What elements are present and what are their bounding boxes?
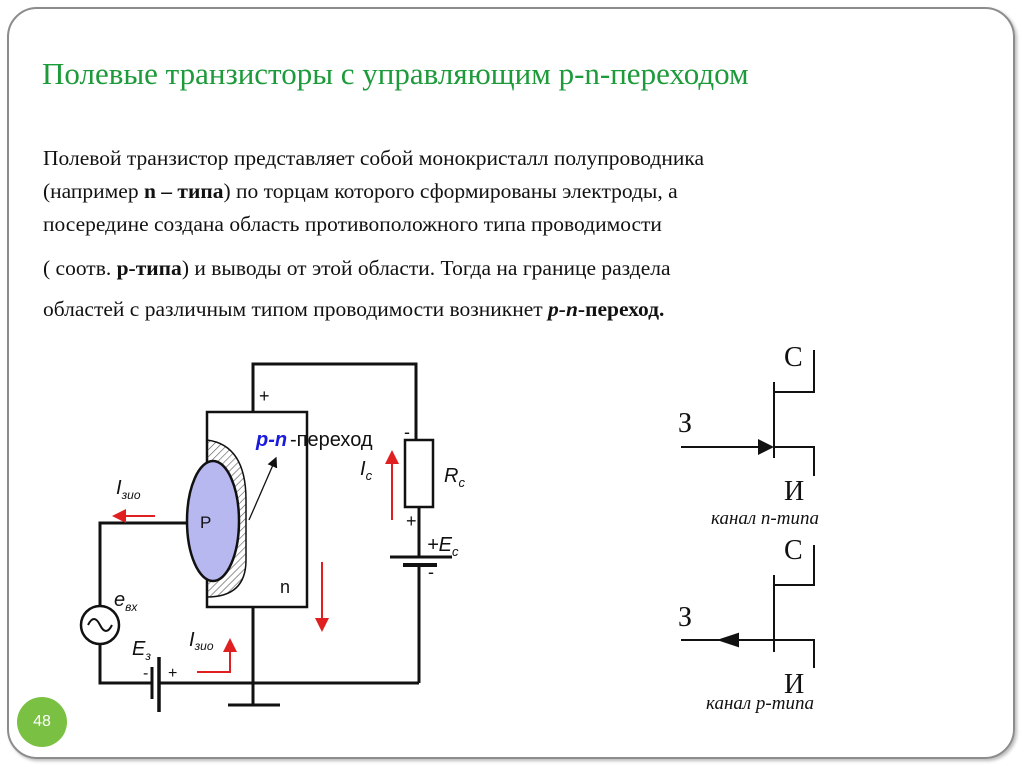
junction-label: -переход [290, 429, 373, 451]
pn-text: p-n [548, 297, 578, 321]
n-gate-label: З [678, 408, 692, 439]
p-gate-label: З [678, 602, 692, 633]
rc-minus-label: - [404, 422, 410, 442]
slide-frame [7, 7, 1015, 759]
evx-label: eвх [114, 589, 138, 614]
body-line-4: ( соотв. р-типа) и выводы от этой област… [43, 256, 671, 281]
rc-plus-label: + [406, 511, 417, 531]
n-type-text: n – типа [143, 179, 224, 203]
ez-minus-label: - [143, 665, 148, 682]
page-number-badge: 48 [17, 697, 67, 747]
gate-wire [98, 521, 187, 606]
pn-label: p-n [255, 429, 287, 451]
ez-label: Eз [132, 638, 151, 663]
text: -переход. [577, 297, 665, 321]
text: ) по торцам которого сформированы электр… [223, 179, 678, 203]
body-line-2: (например n – типа) по торцам которого с… [43, 179, 678, 204]
p-type-text: р-типа [116, 256, 182, 280]
text: (например [43, 179, 144, 203]
jfet-circuit [79, 362, 452, 712]
ez-plus-label: + [168, 665, 177, 682]
bottom-wire [98, 644, 152, 685]
body-line-3: посередине создана область противоположн… [43, 212, 662, 236]
body-line-1: Полевой транзистор представляет собой мо… [43, 146, 705, 170]
ec-label: +Eс [427, 534, 459, 559]
rc-label: Rс [444, 465, 465, 490]
p-channel-jfet-symbol [681, 545, 815, 668]
ec-minus-label: - [428, 562, 434, 582]
n-drain-label: С [784, 342, 803, 373]
text: ( соотв. [43, 256, 117, 280]
izio-label-2: Iзио [189, 629, 214, 653]
resistor-rc [403, 438, 435, 509]
top-wire [251, 362, 418, 440]
n-channel-jfet-symbol [681, 350, 815, 476]
text: областей с различным типом проводимости … [43, 297, 549, 321]
izio-arrow-2 [197, 638, 237, 673]
p-region-label: P [200, 513, 211, 532]
pn-pointer-arrow [248, 456, 278, 521]
n-region-label: n [280, 577, 290, 597]
p-drain-label: С [784, 535, 803, 566]
p-channel-caption: канал p-типа [706, 693, 814, 714]
slide-title: Полевые транзисторы с управляющим p-n-пе… [42, 56, 749, 91]
plus-top-label: + [259, 386, 270, 406]
text: ) и выводы от этой области. Тогда на гра… [181, 256, 671, 280]
n-channel-caption: канал n-типа [711, 508, 819, 529]
ic-label: Iс [360, 458, 373, 483]
p-region [185, 459, 241, 583]
current-arrows [112, 450, 399, 673]
body-line-5: областей с различным типом проводимости … [43, 297, 664, 322]
izio-label: Iзио [116, 477, 141, 502]
n-source-label: И [784, 476, 804, 507]
p-source-label: И [784, 669, 804, 700]
